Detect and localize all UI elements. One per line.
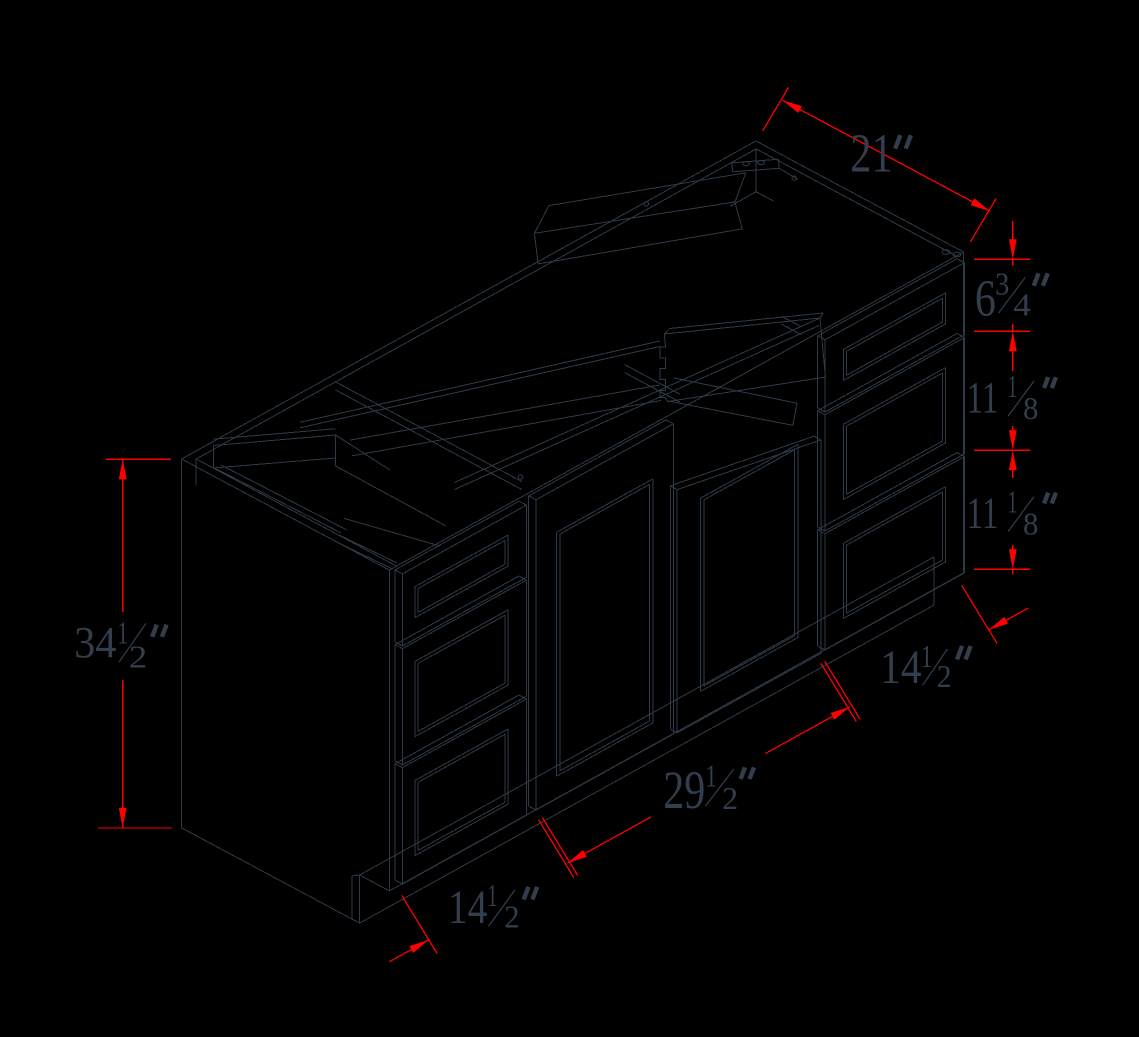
- svg-text:11: 11: [967, 373, 999, 422]
- svg-text:14: 14: [448, 881, 488, 934]
- svg-text:2: 2: [504, 898, 519, 934]
- svg-text:1: 1: [487, 877, 497, 913]
- svg-text:8: 8: [1023, 390, 1038, 426]
- svg-text:14: 14: [880, 641, 921, 694]
- svg-text:2: 2: [937, 658, 952, 694]
- svg-text:4: 4: [1013, 287, 1031, 323]
- svg-text:1: 1: [1008, 484, 1018, 520]
- svg-text:2: 2: [129, 639, 148, 675]
- svg-text:1: 1: [921, 638, 933, 674]
- svg-text:34: 34: [74, 618, 116, 667]
- svg-text:3: 3: [995, 265, 1009, 301]
- svg-text:29: 29: [663, 760, 705, 820]
- svg-text:2: 2: [722, 780, 738, 816]
- svg-text:1: 1: [705, 757, 717, 793]
- svg-text:1: 1: [1008, 368, 1018, 404]
- svg-text:6: 6: [975, 271, 996, 328]
- svg-text:11: 11: [967, 488, 999, 537]
- svg-text:1: 1: [117, 615, 128, 651]
- svg-text:8: 8: [1023, 505, 1038, 541]
- svg-text:21: 21: [850, 123, 893, 184]
